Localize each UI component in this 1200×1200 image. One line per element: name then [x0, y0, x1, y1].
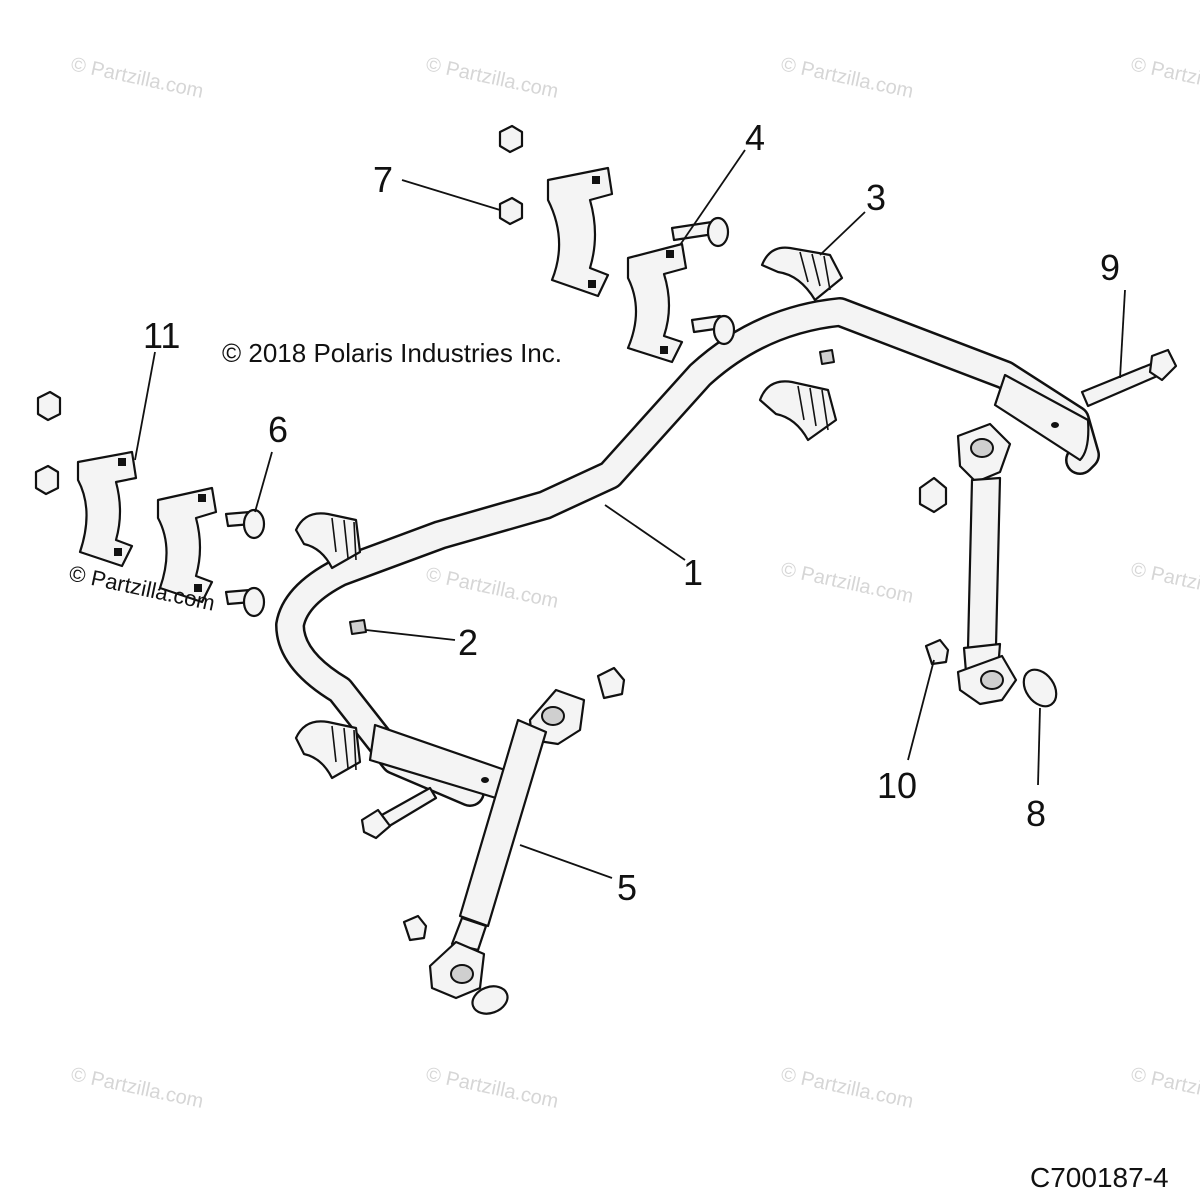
washer-right: [1022, 668, 1058, 708]
spacer-right-lower: [924, 638, 950, 666]
grease-fitting-lower: [349, 619, 367, 635]
watermark: © Partzilla.com: [424, 563, 560, 613]
nut-left-2: [34, 464, 60, 496]
bolt-right: [1080, 348, 1178, 408]
callout-1: 1: [683, 552, 703, 593]
watermark: © Partzilla.com: [779, 53, 915, 103]
bushing-lower: [294, 720, 362, 780]
callout-10: 10: [877, 765, 917, 806]
watermark: © Partzilla.com: [424, 53, 560, 103]
watermark: © Partzilla.com: [779, 1063, 915, 1113]
clamp-left-rear: [76, 450, 138, 568]
copyright-notice: © 2018 Polaris Industries Inc.: [222, 338, 562, 368]
clamp-left-front: [156, 486, 218, 604]
spacer-lower-2: [402, 914, 428, 942]
stabilizer-link-left: [428, 688, 586, 1000]
grease-fitting-upper: [819, 349, 835, 365]
callout-6: 6: [268, 409, 288, 450]
watermark: © Partzilla.com: [69, 1063, 205, 1113]
watermark-grid: © Partzilla.com © Partzilla.com © Partzi…: [69, 53, 1200, 1113]
callout-2: 2: [458, 622, 478, 663]
spacer-right-upper: [918, 476, 948, 514]
watermark: © Partzilla.com: [424, 1063, 560, 1113]
nut-upper-1: [498, 124, 524, 154]
carriage-bolt-left-1: [224, 508, 266, 540]
watermark: © Partzilla.com: [779, 558, 915, 608]
stabilizer-bar: [275, 297, 1100, 807]
nut-upper-2: [498, 196, 524, 226]
stabilizer-link-right: [956, 422, 1018, 706]
carriage-bolt-upper-1: [670, 216, 730, 248]
leader-lines: [134, 149, 1126, 879]
callout-7: 7: [373, 159, 393, 200]
callout-8: 8: [1026, 793, 1046, 834]
callout-4: 4: [745, 117, 765, 158]
spacer-lower-1: [596, 666, 626, 700]
bushing-upper: [760, 246, 844, 302]
bolt-lower: [360, 786, 438, 840]
figure-code: C700187-4: [1030, 1162, 1169, 1193]
washer-lower: [471, 985, 509, 1015]
watermark: © Partzilla.com: [1129, 558, 1200, 608]
callout-11: 11: [143, 315, 180, 356]
watermark: © Partzilla.com: [69, 53, 205, 103]
carriage-bolt-upper-2: [690, 314, 736, 346]
clamp-upper-rear: [546, 166, 614, 298]
callout-5: 5: [617, 867, 637, 908]
bushing-left: [294, 512, 362, 570]
carriage-bolt-left-2: [224, 586, 266, 618]
callout-9: 9: [1100, 247, 1120, 288]
clamp-upper-front: [626, 242, 688, 364]
bushing-center: [758, 380, 838, 442]
watermark: © Partzilla.com: [1129, 53, 1200, 103]
callout-3: 3: [866, 177, 886, 218]
nut-left-1: [36, 390, 62, 422]
watermark: © Partzilla.com: [1129, 1063, 1200, 1113]
callout-labels: 1 2 3 4 5 6 7 8 9 10 11: [143, 117, 1120, 908]
